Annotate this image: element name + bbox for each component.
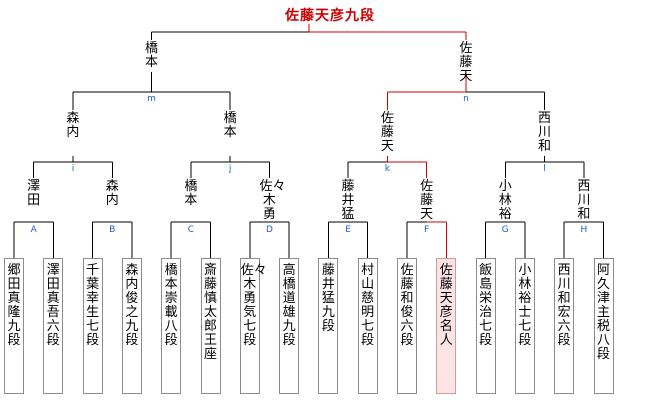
quarter-name-right: 森内: [105, 179, 119, 208]
quarter-match-label: j: [228, 164, 232, 174]
quarter-match-label: i: [72, 164, 75, 174]
first-round-match-label: D: [266, 225, 273, 235]
player-box: 橋本崇載八段: [161, 258, 182, 394]
semi-name-left: 佐藤天: [380, 111, 394, 154]
semi-match-label: n: [463, 94, 469, 104]
first-round-match-label: B: [109, 225, 115, 235]
player-box: 千葉幸生七段: [82, 258, 103, 394]
player-box: 小林裕士七段: [514, 258, 535, 394]
semi-name-right: 西川和: [538, 111, 552, 154]
player-box: 西川和宏六段: [554, 258, 575, 394]
first-round-match-label: A: [31, 225, 38, 235]
quarter-match-label: l: [543, 164, 546, 174]
first-round-match-label: C: [188, 225, 194, 235]
quarter-name-left: 橋本: [184, 179, 198, 208]
semi-match-label: m: [147, 94, 156, 104]
quarter-name-right: 佐藤天: [420, 179, 434, 222]
player-box: 阿久津主税八段: [593, 258, 614, 394]
quarter-name-right: 佐々木勇: [259, 179, 286, 222]
player-box-winner: 佐藤天彦名人: [436, 258, 457, 394]
champion-title: 佐藤天彦九段: [285, 8, 375, 24]
first-round-match-label: E: [345, 225, 351, 235]
player-box: 郷田真隆九段: [4, 258, 24, 394]
final-name-left: 橋本: [145, 41, 159, 70]
player-box: 佐藤和俊六段: [397, 258, 417, 394]
semi-name-right: 橋本: [223, 111, 237, 140]
player-box: 森内俊之九段: [121, 258, 142, 394]
player-box: 藤井 猛九段: [318, 258, 339, 394]
player-box: 佐々木勇気七段: [239, 258, 267, 394]
semi-name-left: 森内: [66, 111, 80, 140]
quarter-name-right: 西川和: [577, 179, 591, 222]
player-box: 斎藤慎太郎王座: [200, 258, 221, 394]
first-round-match-label: F: [424, 225, 429, 235]
quarter-name-left: 藤井猛: [341, 179, 355, 222]
player-box: 飯島栄治七段: [475, 258, 496, 394]
first-round-match-label: G: [502, 225, 509, 235]
quarter-name-left: 澤田: [27, 179, 41, 208]
final-name-right: 佐藤天: [459, 41, 473, 84]
player-box: 村山慈明七段: [357, 258, 378, 394]
first-round-match-label: H: [580, 225, 587, 235]
quarter-match-label: k: [385, 164, 391, 174]
player-box: 澤田真吾六段: [43, 258, 64, 394]
quarter-name-left: 小林裕: [498, 179, 512, 222]
player-box: 高橋道雄九段: [279, 258, 300, 394]
